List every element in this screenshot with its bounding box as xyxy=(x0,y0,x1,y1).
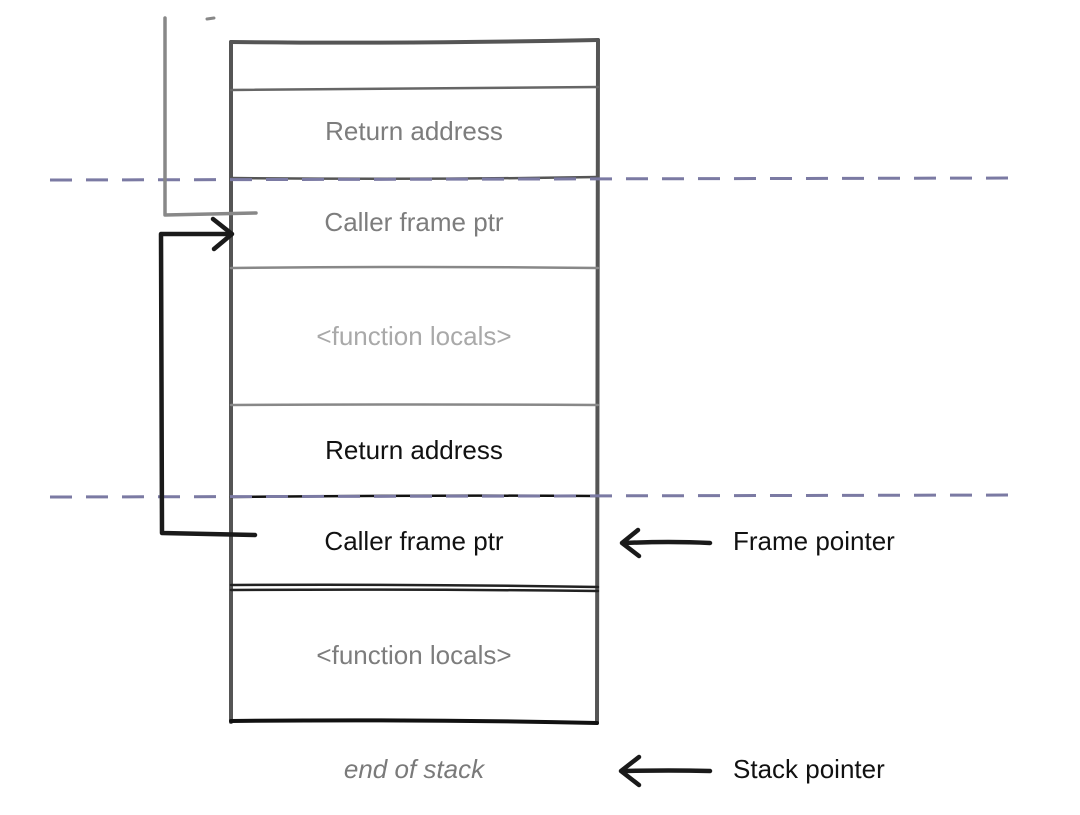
divider-caller-locals-upper xyxy=(229,265,600,270)
outer-frame-bracket xyxy=(163,16,258,217)
frame-pointer-arrowhead xyxy=(619,527,642,559)
stack-column xyxy=(229,38,600,725)
divider-caller-locals-lower-b xyxy=(229,588,600,593)
end-of-stack-label: end of stack xyxy=(344,754,486,784)
stack-pointer-arrowhead xyxy=(618,754,642,788)
frame-boundaries xyxy=(49,176,1021,499)
frame-pointer-shaft xyxy=(621,539,713,546)
cell-label-caller-frame-ptr-upper: Caller frame ptr xyxy=(324,207,503,237)
divider-locals-return xyxy=(229,403,600,407)
stack-bottom-edge xyxy=(229,718,599,725)
stack-pointer-shaft xyxy=(621,768,713,774)
cell-label-function-locals-lower: <function locals> xyxy=(316,640,511,670)
outer-frame-tick xyxy=(205,16,216,21)
frame-pointer-label: Frame pointer xyxy=(733,526,895,556)
cell-label-caller-frame-ptr-lower: Caller frame ptr xyxy=(324,526,503,556)
stack-right-edge xyxy=(595,38,600,725)
stack-top-edge xyxy=(229,38,600,45)
divider-top xyxy=(229,85,600,92)
divider-caller-locals-lower-a xyxy=(229,583,600,589)
stack-pointer-label: Stack pointer xyxy=(733,754,885,784)
frame-chain-line xyxy=(158,231,258,538)
cell-label-function-locals-upper: <function locals> xyxy=(316,321,511,351)
stack-pointer-arrow xyxy=(618,754,713,788)
frame-chain-arrowhead xyxy=(210,216,235,252)
frame-boundary-upper xyxy=(49,176,1021,182)
frame-pointer-arrow xyxy=(619,527,713,559)
cell-label-return-address-lower: Return address xyxy=(325,435,503,465)
cell-label-return-address-upper: Return address xyxy=(325,116,503,146)
frame-boundary-lower xyxy=(49,493,1021,499)
frame-chain-arrow xyxy=(158,216,258,538)
